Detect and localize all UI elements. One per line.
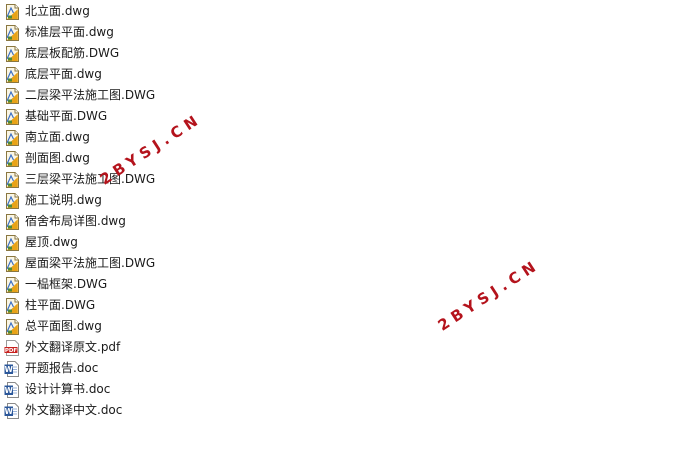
dwg-file-icon bbox=[6, 45, 19, 62]
svg-text:PDF: PDF bbox=[5, 347, 18, 353]
dwg-file-icon bbox=[6, 150, 19, 167]
dwg-file-icon bbox=[6, 129, 19, 146]
doc-file-icon: W bbox=[4, 381, 19, 398]
svg-text:W: W bbox=[5, 365, 14, 374]
file-name: 外文翻译原文.pdf bbox=[25, 340, 121, 354]
dwg-file-icon bbox=[6, 213, 19, 230]
file-item[interactable]: 底层平面.dwg bbox=[4, 64, 155, 85]
file-name: 二层梁平法施工图.DWG bbox=[25, 88, 156, 102]
file-item[interactable]: W 开题报告.doc bbox=[4, 358, 155, 379]
file-item[interactable]: 二层梁平法施工图.DWG bbox=[4, 85, 155, 106]
dwg-file-icon bbox=[6, 234, 19, 251]
file-name: 屋顶.dwg bbox=[25, 235, 78, 249]
dwg-file-icon bbox=[6, 192, 19, 209]
file-name: 施工说明.dwg bbox=[25, 193, 102, 207]
file-name: 柱平面.DWG bbox=[25, 298, 96, 312]
file-name: 剖面图.dwg bbox=[25, 151, 90, 165]
dwg-file-icon bbox=[6, 66, 19, 83]
file-item[interactable]: 三层梁平法施工图.DWG bbox=[4, 169, 155, 190]
file-name: 标准层平面.dwg bbox=[25, 25, 114, 39]
pdf-file-icon: PDF bbox=[4, 339, 19, 356]
doc-file-icon: W bbox=[4, 360, 19, 377]
file-name: 底层平面.dwg bbox=[25, 67, 102, 81]
file-name: 底层板配筋.DWG bbox=[25, 46, 120, 60]
file-item[interactable]: W 外文翻译中文.doc bbox=[4, 400, 155, 421]
file-item[interactable]: 剖面图.dwg bbox=[4, 148, 155, 169]
dwg-file-icon bbox=[6, 108, 19, 125]
file-item[interactable]: 底层板配筋.DWG bbox=[4, 43, 155, 64]
dwg-file-icon bbox=[6, 255, 19, 272]
file-name: 总平面图.dwg bbox=[25, 319, 102, 333]
file-item[interactable]: 施工说明.dwg bbox=[4, 190, 155, 211]
file-name: 一榀框架.DWG bbox=[25, 277, 108, 291]
file-name: 基础平面.DWG bbox=[25, 109, 108, 123]
file-item[interactable]: 宿舍布局详图.dwg bbox=[4, 211, 155, 232]
file-name: 宿舍布局详图.dwg bbox=[25, 214, 126, 228]
dwg-file-icon bbox=[6, 171, 19, 188]
dwg-file-icon bbox=[6, 297, 19, 314]
file-item[interactable]: W 设计计算书.doc bbox=[4, 379, 155, 400]
file-item[interactable]: 柱平面.DWG bbox=[4, 295, 155, 316]
svg-text:W: W bbox=[5, 386, 14, 395]
file-item[interactable]: 一榀框架.DWG bbox=[4, 274, 155, 295]
dwg-file-icon bbox=[6, 318, 19, 335]
dwg-file-icon bbox=[6, 276, 19, 293]
file-item[interactable]: 南立面.dwg bbox=[4, 127, 155, 148]
file-item[interactable]: PDF 外文翻译原文.pdf bbox=[4, 337, 155, 358]
file-name: 北立面.dwg bbox=[25, 4, 90, 18]
file-name: 外文翻译中文.doc bbox=[25, 403, 123, 417]
file-item[interactable]: 标准层平面.dwg bbox=[4, 22, 155, 43]
svg-text:W: W bbox=[5, 407, 14, 416]
file-item[interactable]: 总平面图.dwg bbox=[4, 316, 155, 337]
file-item[interactable]: 屋面梁平法施工图.DWG bbox=[4, 253, 155, 274]
dwg-file-icon bbox=[6, 3, 19, 20]
file-name: 南立面.dwg bbox=[25, 130, 90, 144]
dwg-file-icon bbox=[6, 24, 19, 41]
file-name: 三层梁平法施工图.DWG bbox=[25, 172, 156, 186]
dwg-file-icon bbox=[6, 87, 19, 104]
file-item[interactable]: 基础平面.DWG bbox=[4, 106, 155, 127]
file-name: 开题报告.doc bbox=[25, 361, 99, 375]
doc-file-icon: W bbox=[4, 402, 19, 419]
file-name: 屋面梁平法施工图.DWG bbox=[25, 256, 156, 270]
file-name: 设计计算书.doc bbox=[25, 382, 111, 396]
file-item[interactable]: 屋顶.dwg bbox=[4, 232, 155, 253]
watermark: 2BYSJ.CN bbox=[434, 255, 543, 335]
file-list: 北立面.dwg 标准层平面.dwg 底层板配筋.DWG 底层平面.dwg 二层梁平法施工… bbox=[4, 1, 155, 421]
file-item[interactable]: 北立面.dwg bbox=[4, 1, 155, 22]
